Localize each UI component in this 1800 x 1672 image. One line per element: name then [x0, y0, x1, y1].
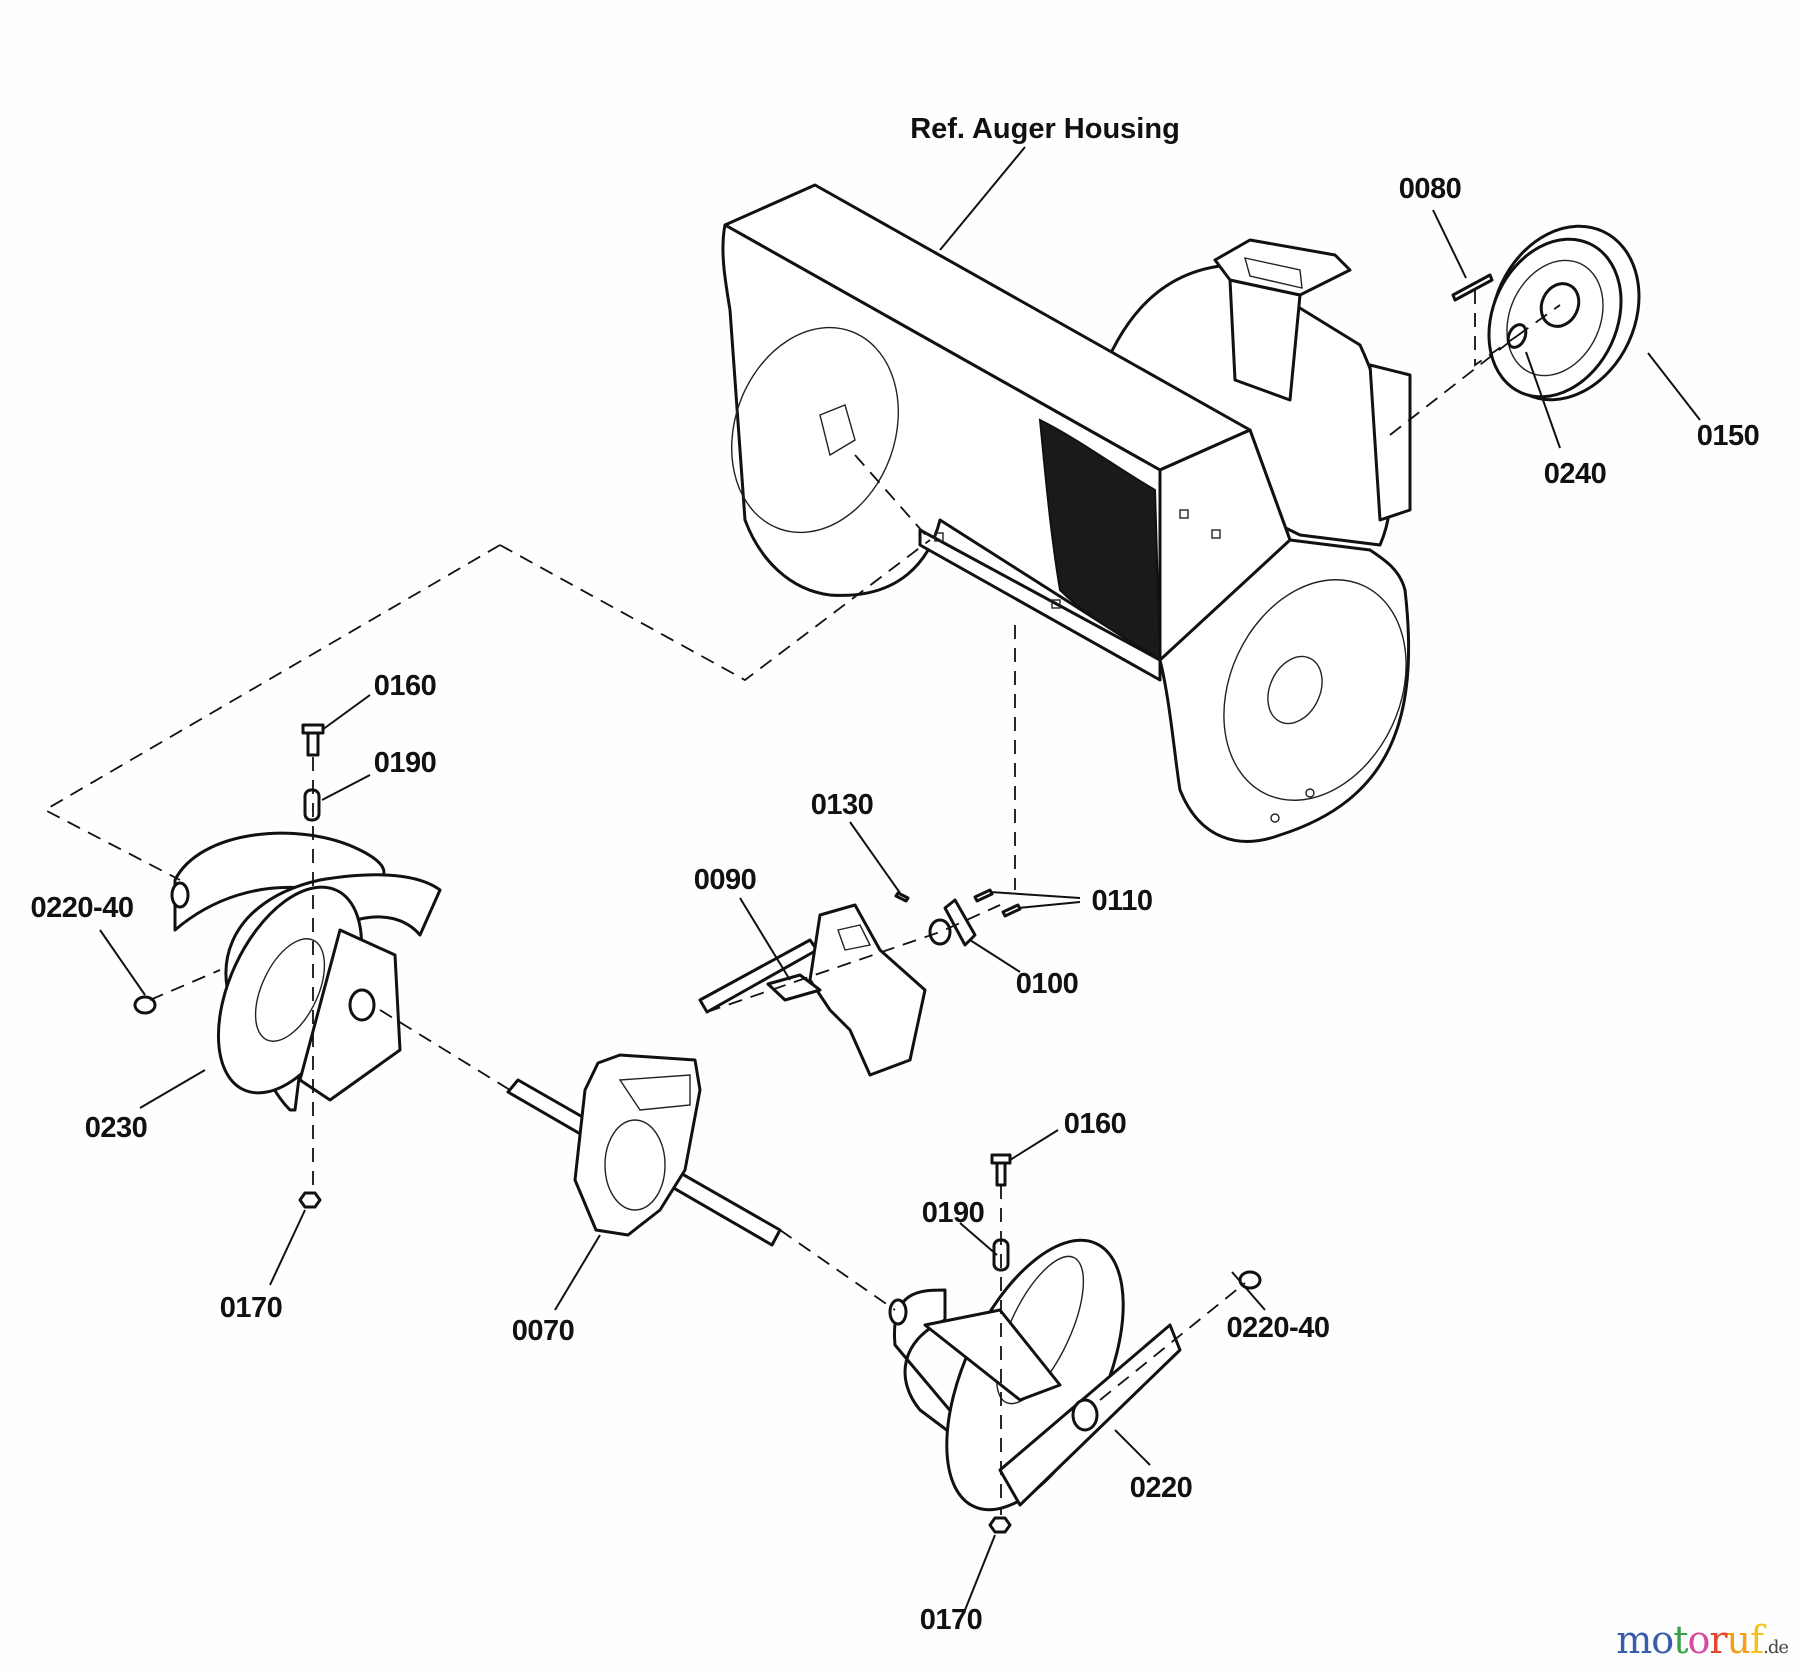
- bolt-0160-left: [301, 723, 325, 757]
- auger-right-0220: [888, 1238, 1182, 1512]
- watermark-letter: f: [1750, 1618, 1764, 1662]
- nut-0170-left: [298, 1191, 322, 1209]
- watermark-suffix: .de: [1763, 1637, 1789, 1658]
- watermark-logo: motoruf.de: [1616, 1618, 1789, 1662]
- callout-0160-right: 0160: [1064, 1108, 1127, 1140]
- callout-0190-right: 0190: [922, 1197, 985, 1229]
- watermark-letter: o: [1651, 1618, 1674, 1662]
- callout-0230: 0230: [85, 1112, 148, 1144]
- bolt-0160-right: [990, 1153, 1012, 1187]
- watermark-letter: r: [1709, 1618, 1727, 1662]
- watermark-letter: o: [1687, 1618, 1710, 1662]
- callout-0170-right: 0170: [920, 1604, 983, 1636]
- plug-0220-40-left: [133, 995, 157, 1015]
- key-0080: [1451, 273, 1494, 302]
- callout-0160-left: 0160: [374, 670, 437, 702]
- callout-0110: 0110: [1092, 885, 1153, 917]
- spacer-0190-left: [303, 788, 321, 822]
- callout-0220-40-right: 0220-40: [1227, 1312, 1330, 1344]
- callout-0170-left: 0170: [220, 1292, 283, 1324]
- leader-lines: [99, 146, 1701, 1611]
- callout-0190-left: 0190: [374, 747, 437, 779]
- callout-0100: 0100: [1016, 968, 1079, 1000]
- assembly-lines: [43, 290, 1561, 1515]
- nut-0170-right: [988, 1516, 1012, 1534]
- watermark-letter: u: [1726, 1618, 1752, 1662]
- callout-0130: 0130: [811, 789, 874, 821]
- watermark-letters: motoruf: [1616, 1618, 1764, 1662]
- callout-0150: 0150: [1697, 420, 1760, 452]
- pulley-0150: [1487, 224, 1641, 402]
- watermark-letter: t: [1673, 1618, 1688, 1662]
- pin-0130: [894, 891, 910, 903]
- impeller-0090: [766, 903, 927, 1077]
- callout-ref-auger-housing: Ref. Auger Housing: [910, 113, 1180, 145]
- bearing-0100: [928, 898, 977, 947]
- auger-left-0230: [170, 831, 442, 1112]
- callout-0220-40-left: 0220-40: [31, 892, 134, 924]
- callout-0090: 0090: [694, 864, 757, 896]
- callout-0240: 0240: [1544, 458, 1607, 490]
- callout-0220: 0220: [1130, 1472, 1193, 1504]
- auger-housing: [721, 183, 1412, 843]
- screws-0110: [973, 888, 1022, 918]
- callout-0070: 0070: [512, 1315, 575, 1347]
- callout-0080: 0080: [1399, 173, 1462, 205]
- watermark-letter: m: [1616, 1618, 1652, 1662]
